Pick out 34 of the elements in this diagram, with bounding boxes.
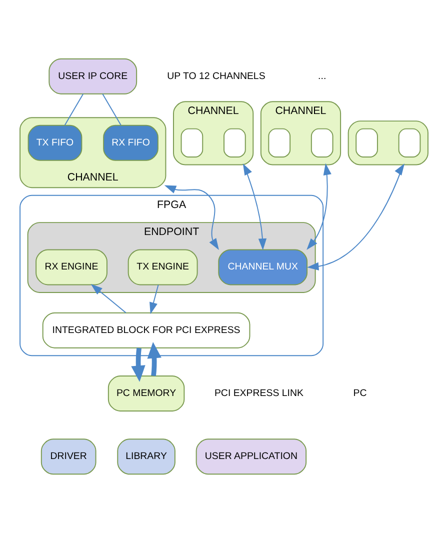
node-box <box>268 128 291 158</box>
arrow <box>307 164 405 270</box>
arrow <box>306 163 332 250</box>
cluster <box>348 120 428 166</box>
arrow <box>147 342 162 376</box>
arrow <box>90 284 126 314</box>
node-box: DRIVER <box>40 438 96 475</box>
connector <box>64 94 84 126</box>
arrow <box>150 284 159 314</box>
node-box <box>398 128 421 158</box>
connector <box>102 94 122 126</box>
node-box: RX ENGINE <box>36 249 108 286</box>
label: PC <box>353 388 367 399</box>
node-box: CHANNEL MUX <box>218 249 308 286</box>
label: ... <box>318 70 326 82</box>
node-box <box>356 128 378 158</box>
label: PCI EXPRESS LINK <box>214 388 304 399</box>
node-box: USER APPLICATION <box>196 438 307 475</box>
node-box: USER IP CORE <box>48 58 138 94</box>
node-box: TX FIFO <box>28 124 82 161</box>
node-box: TX ENGINE <box>128 249 198 286</box>
label: UP TO 12 CHANNELS <box>167 70 266 82</box>
cluster: CHANNEL <box>173 101 254 166</box>
node-box <box>180 128 204 158</box>
node-box: RX FIFO <box>103 124 158 161</box>
cluster: CHANNEL <box>260 101 342 166</box>
node-box <box>310 128 334 158</box>
arrow <box>242 163 267 250</box>
node-box: LIBRARY <box>117 438 176 475</box>
arrow <box>164 185 219 250</box>
node-box <box>224 128 246 158</box>
node-box: INTEGRATED BLOCK FOR PCI EXPRESS <box>42 312 250 348</box>
arrow <box>131 348 146 382</box>
node-box: PC MEMORY <box>108 376 185 412</box>
